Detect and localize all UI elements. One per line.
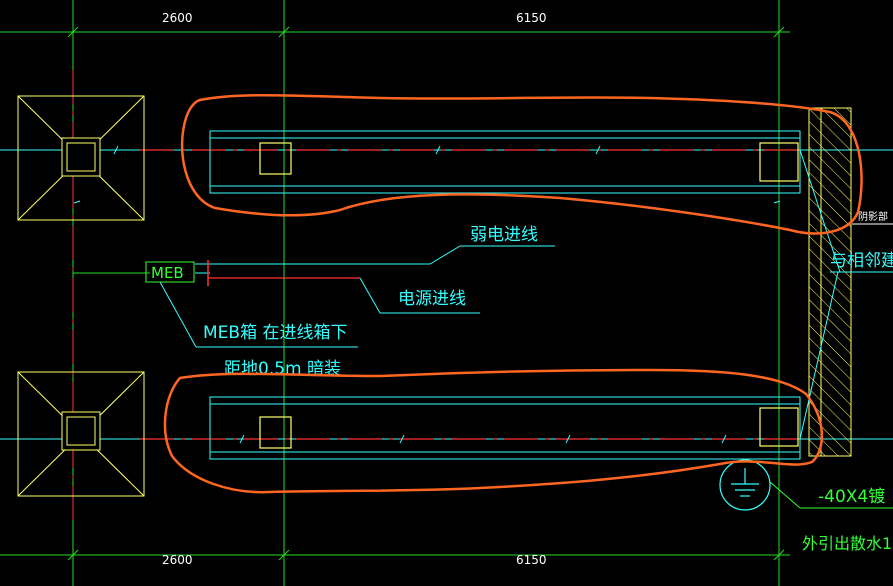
- beam-marks: [73, 145, 781, 444]
- pile-cap-bottom: [17, 371, 145, 497]
- beam-bottom: [209, 396, 801, 460]
- label-shadow: 阴影部: [858, 210, 888, 223]
- label-meb-tag: MEB: [151, 264, 184, 282]
- markup-outline-top: [180, 93, 863, 235]
- dim-top-right: 6150: [516, 11, 547, 25]
- label-meb-note-1: MEB箱 在进线箱下: [203, 323, 347, 343]
- dim-top-left: 2600: [162, 11, 193, 25]
- dimension-ticks: [67, 26, 785, 561]
- markup-outline-bottom: [163, 368, 823, 494]
- columns: [259, 142, 799, 449]
- ground-leader: [769, 481, 801, 509]
- dim-bottom-left: 2600: [162, 553, 193, 567]
- pile-cap-top: [17, 95, 145, 221]
- axis-lines: [0, 70, 893, 520]
- dim-bottom-right: 6150: [516, 553, 547, 567]
- label-adjacent: 与相邻建: [830, 251, 893, 271]
- beam-top: [209, 130, 801, 194]
- weak-current-leader: [195, 245, 555, 265]
- power-line: [195, 260, 480, 314]
- label-weak-current: 弱电进线: [470, 225, 538, 245]
- meb-note-leader: [159, 281, 358, 348]
- meb-box: [145, 261, 195, 283]
- ground-icon: [719, 459, 771, 511]
- label-power: 电源进线: [398, 289, 466, 309]
- hatched-wall: [808, 107, 852, 457]
- grid-lines: [0, 0, 790, 586]
- label-steel: -40X4镀: [818, 487, 885, 507]
- label-lead-out: 外引出散水1米做: [802, 534, 893, 553]
- leader-lines-right: [799, 149, 893, 440]
